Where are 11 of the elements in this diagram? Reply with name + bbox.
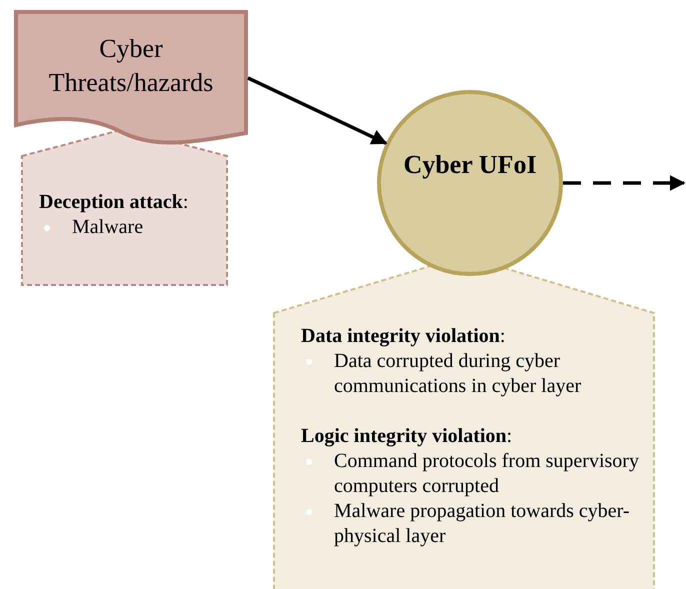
section-heading: Data integrity violation: bbox=[301, 324, 506, 349]
node-title: Cyber UFoI bbox=[403, 150, 537, 179]
list-item-text: Data corrupted during cyber communications in cyber layer bbox=[334, 349, 582, 399]
list-item-text: Malware bbox=[72, 215, 144, 240]
list-item-text: Malware propagation towards cyber-physical layer bbox=[334, 499, 631, 549]
arrow bbox=[247, 76, 388, 145]
section-heading: Deception attack: bbox=[39, 190, 188, 215]
arrow bbox=[563, 175, 686, 191]
section-heading: Logic integrity violation: bbox=[301, 424, 512, 449]
node-title: Cyber Threats/hazards bbox=[48, 34, 214, 97]
list-item-text: Command protocols from supervisory computers corrupted bbox=[334, 449, 640, 499]
